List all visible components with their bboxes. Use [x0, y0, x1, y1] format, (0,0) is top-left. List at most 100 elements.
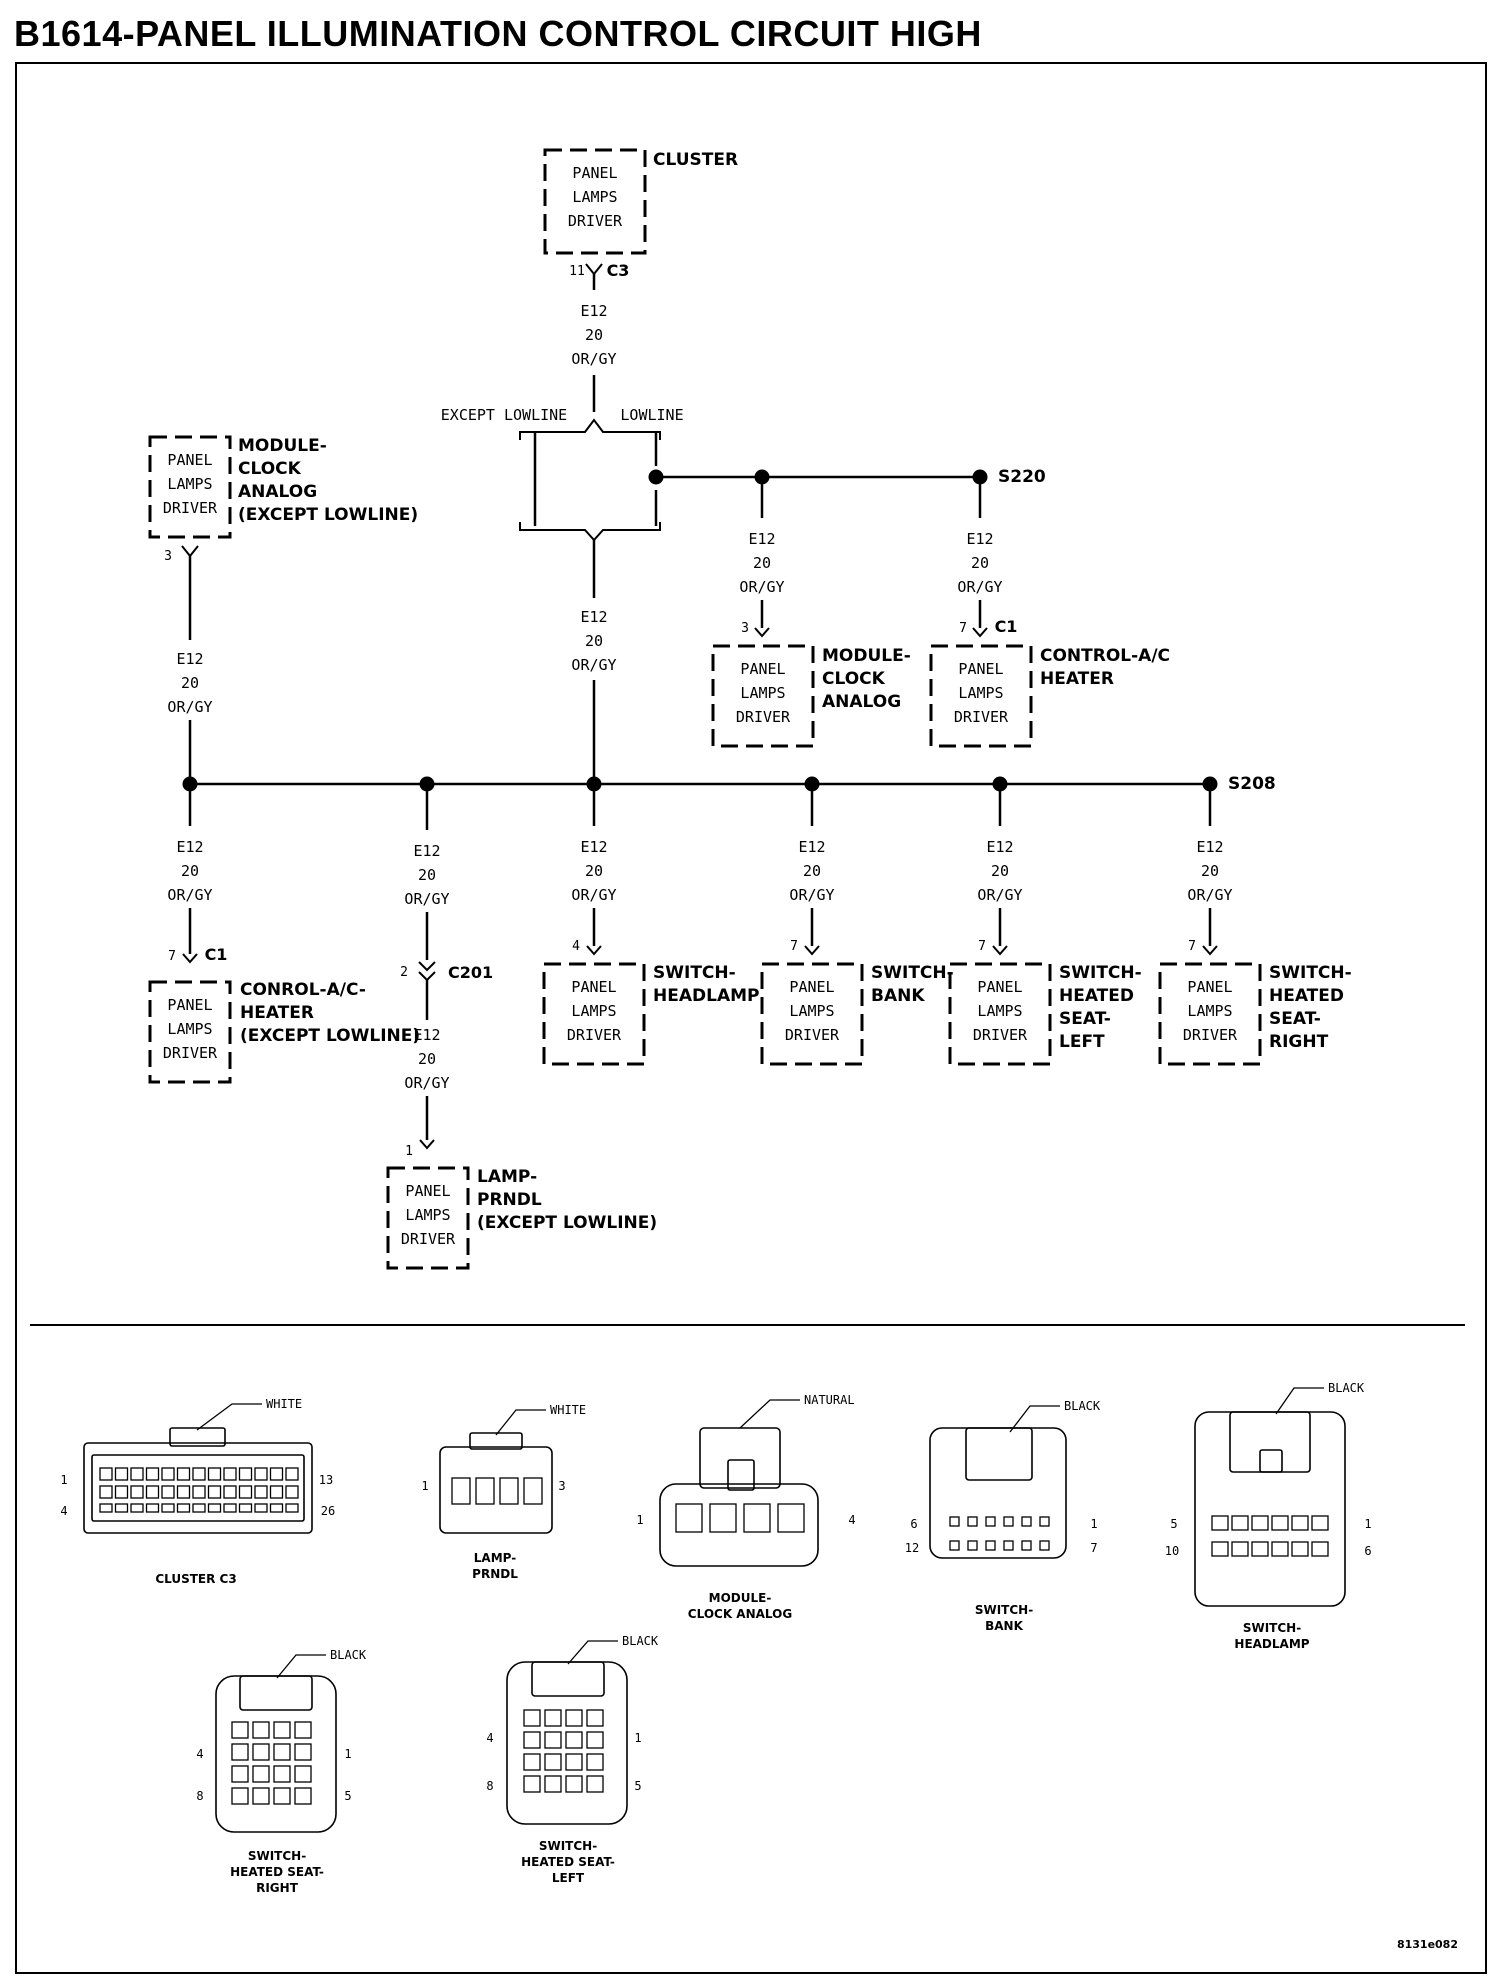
lamp-prndl-name: LAMP-	[477, 1167, 537, 1187]
connector-cavity	[254, 1503, 268, 1513]
connector-outline	[659, 1483, 819, 1567]
connector-cavity	[1021, 1540, 1032, 1551]
circuit-label: E12	[986, 838, 1013, 856]
pin-number: 1	[636, 1513, 643, 1527]
connector-pin-symbol	[972, 627, 988, 638]
connector-cavity	[238, 1467, 253, 1481]
pin-number: 1	[60, 1473, 67, 1487]
connector-outline	[239, 1675, 313, 1711]
connector-cavity	[285, 1503, 299, 1513]
connector-cavity	[176, 1467, 191, 1481]
cluster-pin: 11	[569, 264, 585, 279]
connector-caption: MODULE-	[709, 1591, 772, 1605]
connector-cavity	[475, 1477, 495, 1505]
circuit-label: E12	[413, 1026, 440, 1044]
connector-cavity	[586, 1753, 604, 1771]
module-clock-name: (EXCEPT LOWLINE)	[238, 505, 418, 525]
pin-number: 4	[486, 1731, 493, 1745]
circuit-label: E12	[580, 302, 607, 320]
panel-text: PANEL	[572, 164, 617, 182]
gauge-label: 20	[753, 554, 771, 572]
connector-cavity	[1039, 1516, 1050, 1527]
pin-number: 4	[848, 1513, 855, 1527]
connector-cavity	[273, 1787, 291, 1805]
driver-text: DRIVER	[401, 1230, 456, 1248]
connector-outline	[506, 1661, 628, 1825]
connector-color: BLACK	[1328, 1381, 1365, 1395]
connector-color: BLACK	[1064, 1399, 1101, 1413]
circuit-label: E12	[176, 650, 203, 668]
switch-name: SWITCH-	[1059, 963, 1142, 983]
connector-cavity	[231, 1765, 249, 1783]
gauge-label: 20	[971, 554, 989, 572]
switch-box	[542, 962, 646, 1066]
connector-cavity	[192, 1485, 206, 1499]
pin-number: 7	[168, 949, 176, 964]
color-leader	[276, 1654, 326, 1679]
color-leader	[1275, 1387, 1324, 1415]
connector-cavity	[269, 1467, 284, 1481]
switch-name: SWITCH-	[653, 963, 736, 983]
main-bus: S208	[182, 774, 1276, 794]
connector-cavity	[273, 1743, 291, 1761]
circuit-label: E12	[580, 608, 607, 626]
module-clock-name: CLOCK	[822, 669, 886, 689]
connector-cavity	[675, 1503, 703, 1533]
connector-caption: RIGHT	[256, 1881, 299, 1895]
switch-name: BANK	[871, 986, 925, 1006]
connector-cavity	[985, 1516, 996, 1527]
connector-cavity	[99, 1467, 113, 1481]
pin-number: 3	[164, 549, 172, 564]
color-label: OR/GY	[1187, 886, 1232, 904]
connector-pin-symbol	[181, 545, 199, 558]
connector-cavity	[709, 1503, 737, 1533]
color-label: OR/GY	[571, 350, 616, 368]
color-label: OR/GY	[957, 578, 1002, 596]
pin-number: 26	[321, 1504, 335, 1518]
connector-cavity	[252, 1743, 270, 1761]
connector-outline	[1229, 1411, 1311, 1473]
connector-caption: LEFT	[552, 1871, 585, 1885]
connector-outline	[469, 1432, 523, 1450]
module-clock-box	[711, 644, 815, 748]
lamp-prndl-name: PRNDL	[477, 1190, 542, 1210]
lamps-text: LAMPS	[977, 1002, 1022, 1020]
switch-name: RIGHT	[1269, 1032, 1329, 1052]
connector-cavity	[967, 1516, 978, 1527]
switch-box	[760, 962, 864, 1066]
switch-name: LEFT	[1059, 1032, 1105, 1052]
connector-cavity	[269, 1485, 284, 1499]
connector-cavity	[743, 1503, 771, 1533]
connector-cavity	[499, 1477, 519, 1505]
switch-box	[1158, 962, 1262, 1066]
pin-number: 4	[572, 939, 580, 954]
connector-outline	[1194, 1411, 1346, 1607]
pin-number: 6	[910, 1517, 917, 1531]
connector-cavity	[223, 1485, 237, 1499]
connector-cavity	[544, 1709, 562, 1727]
cluster-box	[543, 148, 647, 255]
connector-cavity	[1039, 1540, 1050, 1551]
circuit-label: E12	[176, 838, 203, 856]
module-clock-name: MODULE-	[822, 646, 911, 666]
control-ac-box	[148, 980, 232, 1084]
connector-cavity	[161, 1467, 175, 1481]
control-ac-name: HEATER	[1040, 669, 1114, 689]
pin-number: 4	[196, 1747, 203, 1761]
gauge-label: 20	[418, 866, 436, 884]
connector-cavity	[544, 1731, 562, 1749]
connector-cavity	[1211, 1541, 1229, 1557]
gauge-label: 20	[803, 862, 821, 880]
connector-caption: SWITCH-	[975, 1603, 1033, 1617]
figure-id: 8131e082	[1397, 1938, 1458, 1951]
connector-cavity	[99, 1503, 113, 1513]
page-frame	[15, 62, 1487, 1974]
connector-caption: PRNDL	[472, 1567, 518, 1581]
connector-cavity	[451, 1477, 471, 1505]
gauge-label: 20	[1201, 862, 1219, 880]
connector-cavity	[523, 1731, 541, 1749]
